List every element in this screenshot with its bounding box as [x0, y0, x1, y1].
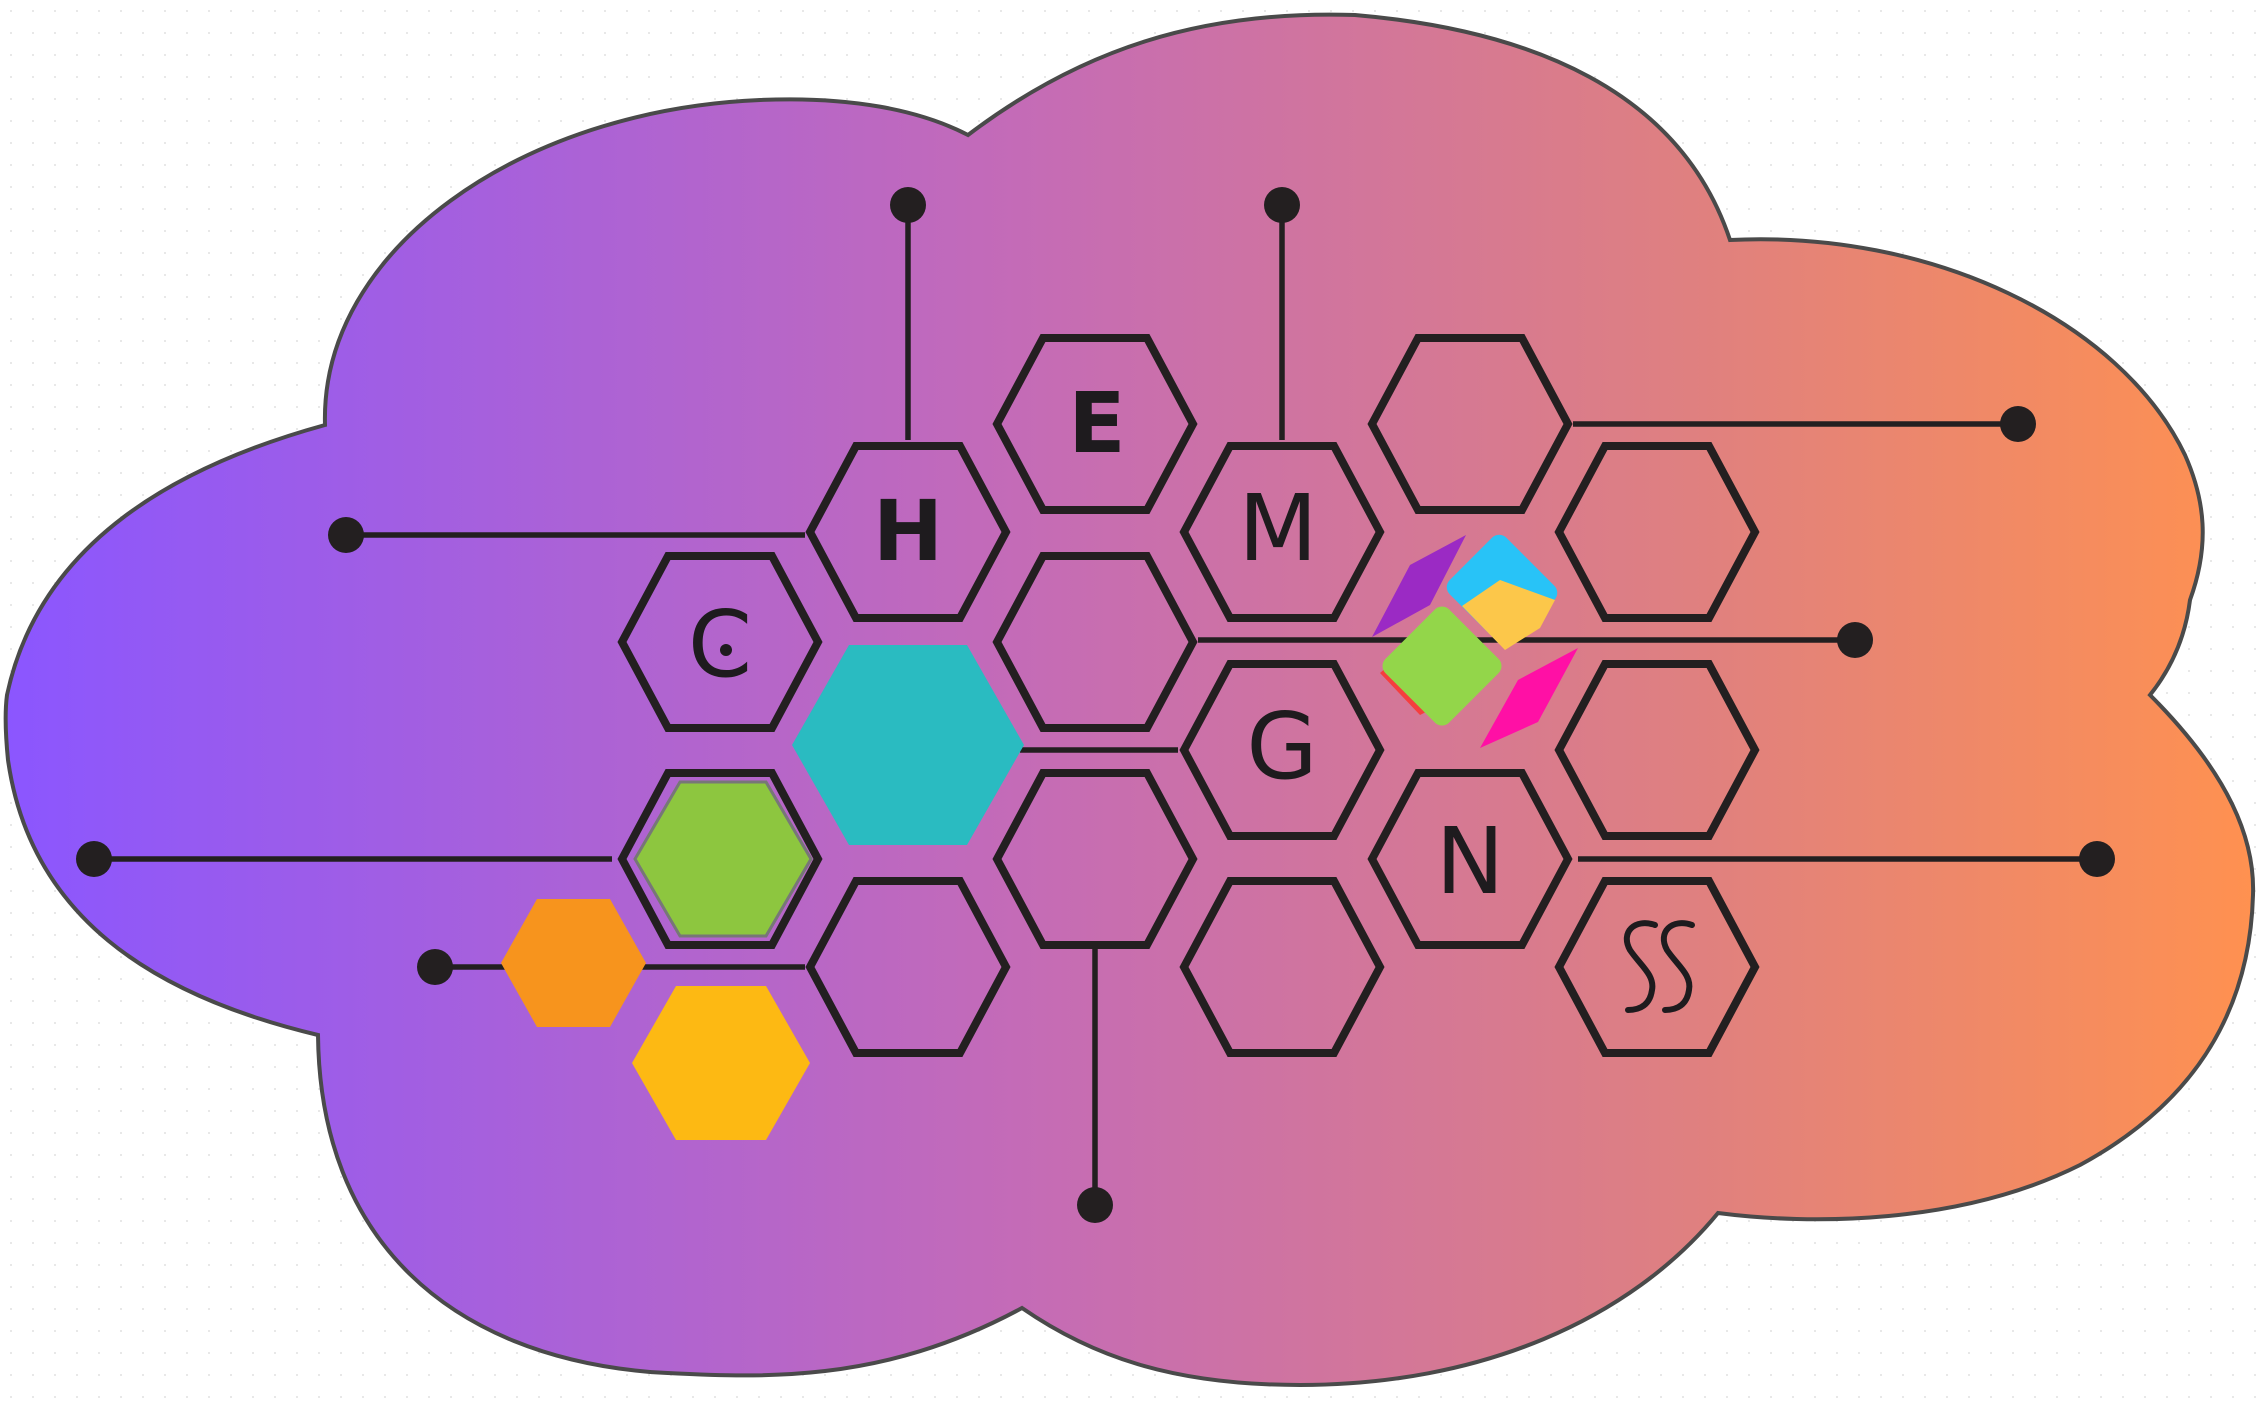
colorful-pinwheel-icon — [1372, 534, 1578, 748]
node-dot — [2079, 841, 2115, 877]
node-dot — [76, 841, 112, 877]
letter-n: N — [1436, 808, 1505, 915]
orange-hexagon — [501, 899, 646, 1027]
c-dot — [720, 644, 732, 656]
filled-hexagons — [501, 645, 1024, 1140]
node-dot — [328, 517, 364, 553]
letter-g: G — [1246, 693, 1317, 800]
node-dot — [1077, 1187, 1113, 1223]
letter-e: E — [1068, 374, 1125, 472]
teal-hexagon — [792, 645, 1024, 845]
yellow-hexagon — [632, 986, 810, 1140]
letter-c: C — [688, 591, 752, 698]
node-dot — [1264, 187, 1300, 223]
letters: H E C M G N — [688, 374, 1505, 915]
letter-h: H — [873, 482, 943, 580]
green-hexagon — [633, 780, 813, 938]
node-dot — [417, 949, 453, 985]
ss-glyph — [1623, 920, 1695, 1013]
node-dot — [2000, 406, 2036, 442]
letter-m: M — [1238, 475, 1317, 582]
node-dot — [890, 187, 926, 223]
cloud-shape — [3, 12, 2256, 1388]
node-dot — [1837, 622, 1873, 658]
circuit-nodes — [76, 187, 2115, 1223]
